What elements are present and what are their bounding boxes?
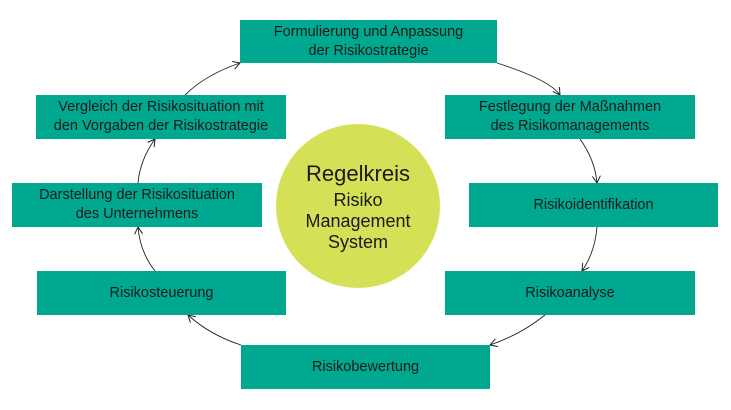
arrow-vergleich-to-formulierung [184,60,241,96]
step-label: Risikobewertung [311,358,420,375]
center-line: System [327,231,388,252]
step-vergleich: Vergleich der Risikosituation mit den Vor… [36,95,286,139]
step-analyse: Risikoanalyse [445,271,695,315]
arrow-darstellung-to-vergleich [137,138,156,184]
step-label: den Vorgaben der Risikostrategie [53,118,269,134]
step-label: Risikoidentifikation [533,196,654,213]
step-label: Vergleich der Risikosituation mit [58,99,264,115]
step-label: Festlegung der Maßnahmen [478,99,662,115]
arrow-analyse-to-bewertung [489,314,546,348]
center-circle: Regelkreis Risiko Management System [276,124,440,288]
arrow-bewertung-to-steuerung [187,314,242,346]
arrow-formulierung-to-festlegung [496,62,561,96]
step-steuerung: Risikosteuerung [37,271,286,315]
center-line: Risiko [333,189,383,210]
step-darstellung: Darstellung der Risikosituation des Unter… [12,183,262,227]
arrow-festlegung-to-identifikation [579,138,601,185]
step-label: Risikosteuerung [109,284,214,301]
step-label: Darstellung der Risikosituation [39,187,235,203]
center-title: Regelkreis [306,160,410,186]
step-label: des Unternehmens [75,206,199,222]
step-formulierung: Formulierung und Anpassung der Risikostra… [240,20,497,63]
arrow-steuerung-to-darstellung [134,225,156,272]
center-line: Management [305,210,411,231]
step-label: des Risikomanagements [490,118,650,134]
step-label: Risikoanalyse [525,284,615,301]
step-label: der Risikostrategie [308,42,429,59]
step-festlegung: Festlegung der Maßnahmen des Risikomanage… [445,95,695,139]
step-identifikation: Risikoidentifikation [469,183,718,227]
step-bewertung: Risikobewertung [241,345,490,389]
step-label: Formulierung und Anpassung [273,23,464,40]
arrow-identifikation-to-analyse [581,226,598,272]
